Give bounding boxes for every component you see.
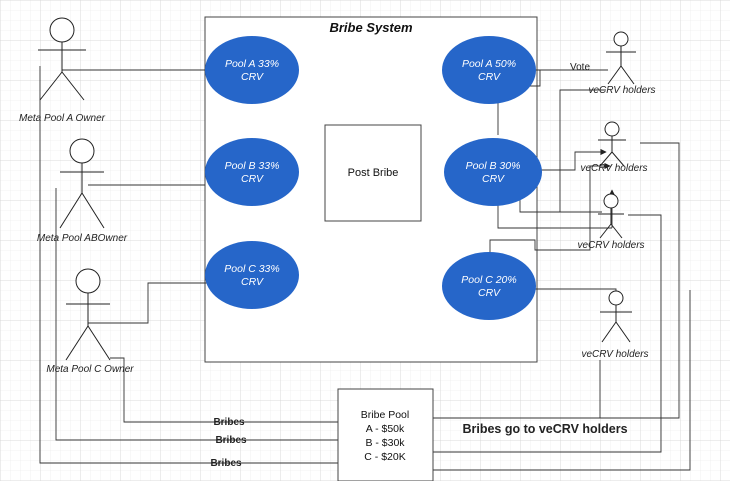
bribe-pool-line-b: B - $30k — [365, 437, 405, 449]
bribes-line-1 — [110, 357, 338, 423]
vote-line-c1 — [489, 162, 611, 258]
bribes-label-2: Bribes — [215, 435, 247, 446]
left-pool-b-line2: CRV — [241, 173, 264, 185]
bribe-pool-title: Bribe Pool — [361, 409, 409, 421]
connector-owner-c-pool-c — [88, 282, 207, 324]
bribe-pool-box[interactable] — [337, 388, 434, 481]
holder-4-label: veCRV holders — [581, 349, 648, 360]
vote-line-b5 — [559, 89, 606, 212]
connectors — [39, 66, 691, 471]
left-pool-a-line2: CRV — [241, 71, 264, 83]
payout-line-3 — [433, 290, 691, 471]
left-pool-a[interactable]: Pool A 33% CRV — [205, 36, 299, 104]
left-pool-c-line2: CRV — [241, 276, 264, 288]
vote-line-b4 — [519, 196, 602, 213]
vote-label: Vote — [570, 62, 590, 73]
holder-2-label: veCRV holders — [580, 163, 647, 174]
left-pool-b[interactable]: Pool B 33% CRV — [205, 138, 299, 206]
actor-owner-ab[interactable] — [59, 138, 105, 229]
actor-holder-2[interactable] — [598, 121, 626, 167]
right-pool-b-line2: CRV — [482, 173, 505, 185]
system-title: Bribe System — [329, 20, 413, 35]
owner-ab-label: Meta Pool ABOwner — [37, 233, 128, 244]
owner-a-label: Meta Pool A Owner — [19, 113, 106, 124]
bribe-pool-line-c: C - $20K — [364, 451, 405, 463]
post-bribe-box[interactable] — [324, 124, 422, 222]
post-bribe-label: Post Bribe — [348, 167, 399, 179]
owner-c-label: Meta Pool C Owner — [46, 364, 134, 375]
right-pool-c-line2: CRV — [478, 287, 501, 299]
right-pool-c-line1: Pool C 20% — [461, 274, 516, 286]
right-pool-c[interactable]: Pool C 20% CRV — [442, 252, 536, 320]
holder-1-label: veCRV holders — [588, 85, 655, 96]
bribes-label-1: Bribes — [213, 417, 245, 428]
actor-owner-c[interactable] — [65, 268, 111, 361]
actor-owner-a[interactable] — [38, 17, 86, 101]
vote-line-b2 — [535, 148, 607, 171]
left-pool-b-line1: Pool B 33% — [225, 160, 280, 172]
right-pool-a[interactable]: Pool A 50% CRV — [442, 36, 536, 104]
right-pool-b-line1: Pool B 30% — [466, 160, 521, 172]
bribes-go-label: Bribes go to veCRV holders — [462, 422, 627, 436]
actor-holder-1[interactable] — [606, 31, 636, 85]
right-pool-a-line2: CRV — [478, 71, 501, 83]
holder-3-label: veCRV holders — [577, 240, 644, 251]
right-pool-a-line1: Pool A 50% — [462, 58, 516, 70]
left-pool-c-line1: Pool C 33% — [224, 263, 279, 275]
bribes-line-2 — [55, 188, 338, 441]
bribes-label-3: Bribes — [210, 458, 242, 469]
bribes-line-3 — [39, 66, 338, 464]
left-pool-a-line1: Pool A 33% — [225, 58, 279, 70]
payout-line-2 — [433, 214, 662, 453]
actor-holder-3[interactable] — [598, 193, 624, 239]
left-pool-c[interactable]: Pool C 33% CRV — [205, 241, 299, 309]
right-pool-b[interactable]: Pool B 30% CRV — [444, 138, 542, 206]
payout-line-1 — [433, 142, 680, 419]
actor-holder-4[interactable] — [600, 290, 632, 343]
bribe-pool-line-a: A - $50k — [366, 423, 405, 435]
